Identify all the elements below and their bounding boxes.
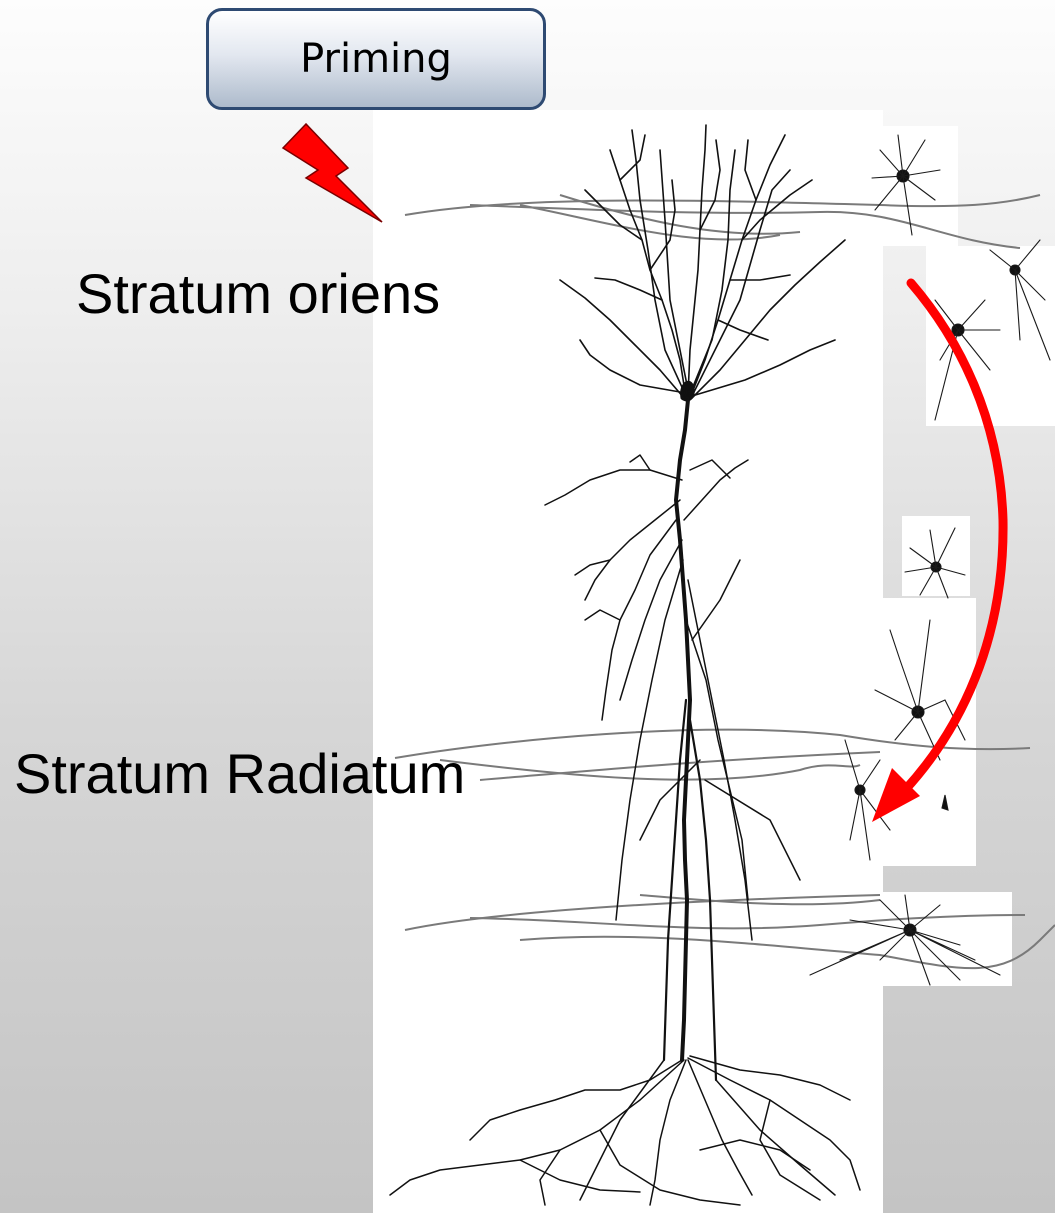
- stratum-radiatum-label: Stratum Radiatum: [14, 746, 465, 802]
- interneuron-panel-4: [841, 598, 976, 866]
- priming-button[interactable]: Priming: [206, 8, 546, 110]
- stratum-oriens-label: Stratum oriens: [76, 266, 440, 322]
- interneuron-panel-1: [870, 126, 958, 246]
- lightning-bolt-icon: [283, 124, 382, 222]
- interneuron-panel-3: [902, 516, 970, 596]
